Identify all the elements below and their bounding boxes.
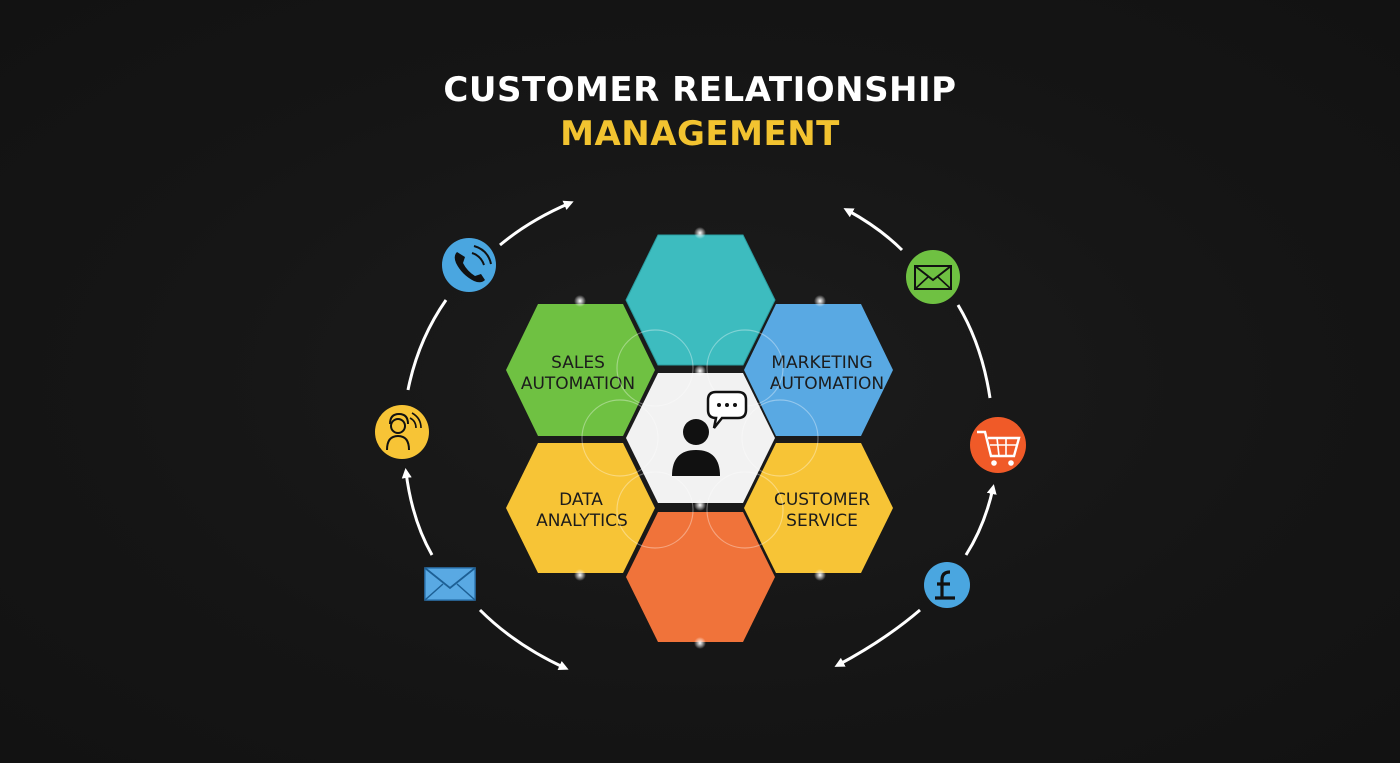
phone-icon — [442, 238, 496, 292]
envelope-icon-left — [424, 567, 476, 601]
service-label-line2: SERVICE — [786, 511, 858, 531]
orbit-arrow-left-bottom — [478, 608, 569, 671]
title-line-2: MANAGEMENT — [560, 114, 840, 154]
call-center-agent-icon — [375, 405, 429, 459]
hexagon-bottom — [626, 512, 775, 642]
orbit-arrow-left-lower — [401, 468, 434, 556]
hexagon-customer-service: CUSTOMER SERVICE — [744, 443, 893, 573]
orbit-arrow-left-top — [499, 200, 574, 247]
marketing-label-line1: MARKETING — [771, 353, 872, 373]
orbit-arrow-right-upper — [956, 304, 992, 399]
marketing-label-line2: AUTOMATION — [770, 374, 884, 394]
title-line-1: CUSTOMER RELATIONSHIP — [443, 70, 957, 110]
person-speech-bubble-icon — [672, 390, 748, 476]
sparkles — [574, 227, 826, 649]
hexagon-data-analytics: DATA ANALYTICS — [506, 443, 655, 573]
sales-label-line1: SALES — [551, 353, 605, 373]
hexagon-marketing-automation: MARKETING AUTOMATION — [744, 304, 893, 436]
data-label-line1: DATA — [559, 490, 603, 510]
service-label-line1: CUSTOMER — [774, 490, 870, 510]
orbit-arrow-left-upper — [406, 299, 448, 391]
facebook-icon — [924, 562, 970, 608]
overlap-rings — [581, 329, 819, 549]
orbit-arrow-right-top — [843, 208, 904, 252]
data-label-line2: ANALYTICS — [536, 511, 628, 531]
hexagon-top — [625, 234, 776, 366]
hexagon-sales-automation: SALES AUTOMATION — [506, 304, 655, 436]
envelope-icon-right — [906, 250, 960, 304]
orbit-arrow-right-bottom — [834, 608, 921, 667]
orbit-arrow-right-lower — [964, 484, 997, 556]
shopping-cart-icon — [970, 417, 1026, 473]
sales-label-line2: AUTOMATION — [521, 374, 635, 394]
